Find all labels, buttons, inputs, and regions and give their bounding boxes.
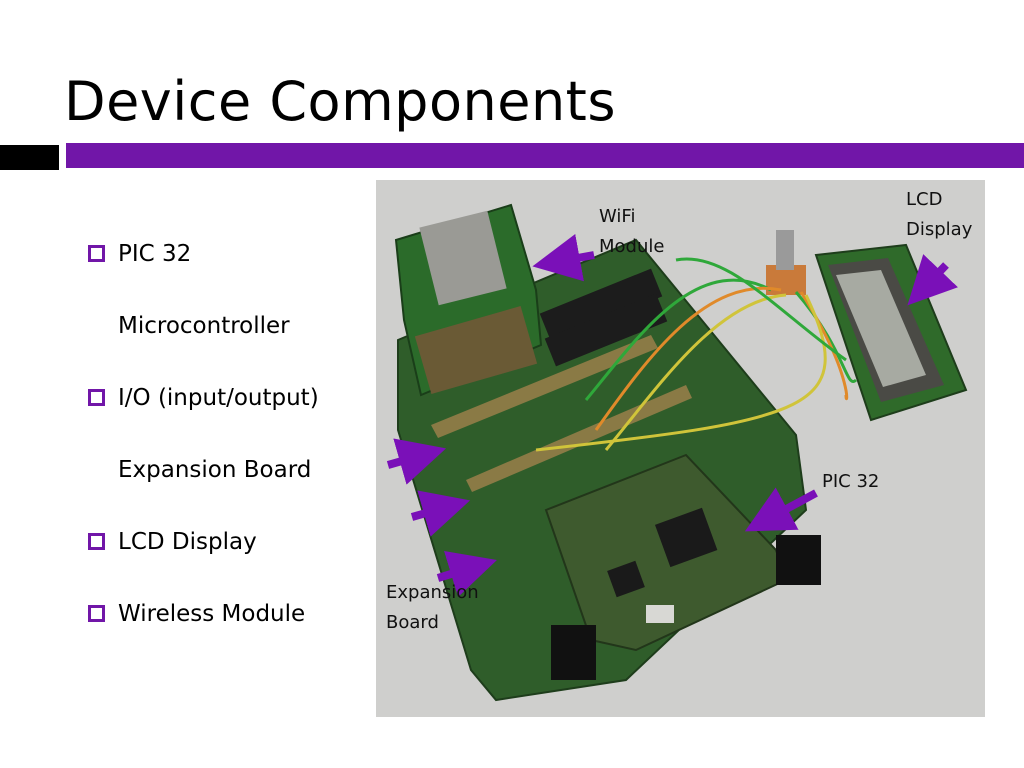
bullet-text-cont: Microcontroller	[118, 313, 290, 339]
device-illustration	[386, 203, 968, 702]
square-bullet-icon	[88, 605, 105, 622]
pic32-chip	[654, 507, 718, 568]
square-bullet-icon	[88, 245, 105, 262]
bullet-item-lcd: LCD Display	[88, 506, 368, 578]
label-wifi-module: WiFi Module	[599, 202, 664, 262]
square-bullet-icon	[88, 389, 105, 406]
bullet-text-cont: Expansion Board	[118, 457, 312, 483]
label-expansion-line2: Board	[386, 612, 439, 633]
arrow-lcd	[907, 254, 958, 306]
bullet-item-pic32: PIC 32 Microcontroller	[88, 218, 368, 362]
arrow-expansion-1	[386, 438, 447, 485]
label-lcd-display: LCD Display	[906, 185, 972, 245]
label-wifi-line1: WiFi	[599, 206, 636, 227]
bullet-text: LCD Display	[118, 529, 257, 555]
title-divider-black	[0, 145, 59, 170]
bullet-text: I/O (input/output)	[118, 385, 319, 411]
square-bullet-icon	[88, 533, 105, 550]
bullet-item-wireless: Wireless Module	[88, 578, 368, 650]
bullet-text: Wireless Module	[118, 601, 306, 627]
slide-title: Device Components	[64, 70, 616, 133]
arrow-pic32	[744, 487, 818, 532]
label-expansion-board: Expansion Board	[386, 578, 479, 638]
label-lcd-line1: LCD	[906, 189, 943, 210]
label-lcd-line2: Display	[906, 219, 973, 240]
arrow-expansion-2	[410, 490, 471, 537]
device-photo: WiFi Module LCD Display PIC 32 Expansion…	[376, 180, 985, 717]
title-divider-purple	[66, 143, 1024, 168]
wifi-module-chip	[419, 210, 507, 306]
arrow-wifi	[532, 234, 595, 282]
label-pic32: PIC 32	[822, 471, 880, 492]
label-wifi-line2: Module	[599, 236, 665, 257]
label-expansion-line1: Expansion	[386, 582, 479, 603]
bullet-item-io: I/O (input/output) Expansion Board	[88, 362, 368, 506]
bullet-list: PIC 32 Microcontroller I/O (input/output…	[88, 218, 368, 650]
arrow-expansion-3	[436, 551, 497, 597]
bullet-text: PIC 32	[118, 241, 192, 267]
